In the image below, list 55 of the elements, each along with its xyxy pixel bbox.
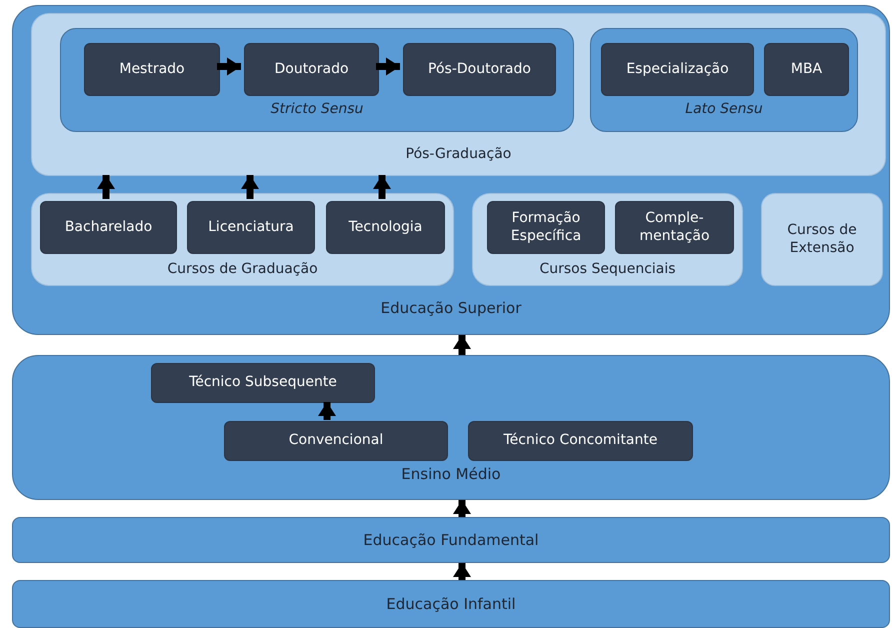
course-label: Licenciatura (208, 218, 294, 236)
group-label: Cursos de Graduação (166, 261, 319, 277)
level-panel (12, 5, 890, 335)
arrow (376, 58, 400, 76)
course-label: Formação Específica (510, 210, 582, 245)
arrow (318, 402, 336, 420)
course-box (40, 201, 177, 254)
group-panel (60, 28, 574, 132)
group-label: Pós-Graduação (404, 146, 512, 162)
level-panel (12, 355, 890, 500)
course-box (244, 43, 379, 96)
group-label: Lato Sensu (684, 101, 764, 117)
course-box (224, 421, 448, 461)
group-panel (472, 193, 743, 286)
group-panel (590, 28, 858, 132)
course-box (601, 43, 754, 96)
arrow (241, 175, 259, 199)
arrow (453, 500, 471, 517)
course-box (84, 43, 220, 96)
course-label: Mestrado (119, 60, 185, 78)
group-label: Ensino Médio (400, 465, 502, 483)
course-label: Técnico Subsequente (189, 374, 337, 392)
course-label: Pós-Doutorado (428, 60, 531, 78)
arrow (217, 58, 241, 76)
level-band (12, 580, 890, 628)
group-label: Cursos Sequenciais (538, 261, 677, 277)
course-box (403, 43, 556, 96)
course-label: Cursos de Extensão (786, 222, 858, 257)
arrow (97, 175, 115, 199)
course-label: Tecnologia (348, 218, 422, 236)
course-box (615, 201, 734, 254)
course-label: MBA (790, 60, 822, 78)
course-box (151, 363, 375, 403)
course-box (326, 201, 445, 254)
course-box (468, 421, 693, 461)
level-band (12, 517, 890, 563)
arrow (373, 175, 391, 199)
group-label: Educação Superior (380, 299, 522, 317)
arrow (453, 563, 471, 580)
course-label: Educação Fundamental (363, 530, 539, 550)
course-box (187, 201, 315, 254)
course-label: Técnico Concomitante (503, 432, 658, 450)
group-panel (31, 193, 454, 286)
course-box (487, 201, 605, 254)
group-panel (31, 13, 886, 176)
group-label: Stricto Sensu (270, 101, 364, 117)
course-label: Convencional (288, 432, 384, 450)
course-box (764, 43, 849, 96)
course-box (761, 193, 883, 286)
arrow (453, 335, 471, 355)
course-label: Especialização (626, 60, 729, 78)
course-label: Educação Infantil (386, 594, 516, 614)
course-label: Comple- mentação (638, 210, 711, 245)
course-label: Bacharelado (64, 218, 152, 236)
course-label: Doutorado (274, 60, 349, 78)
